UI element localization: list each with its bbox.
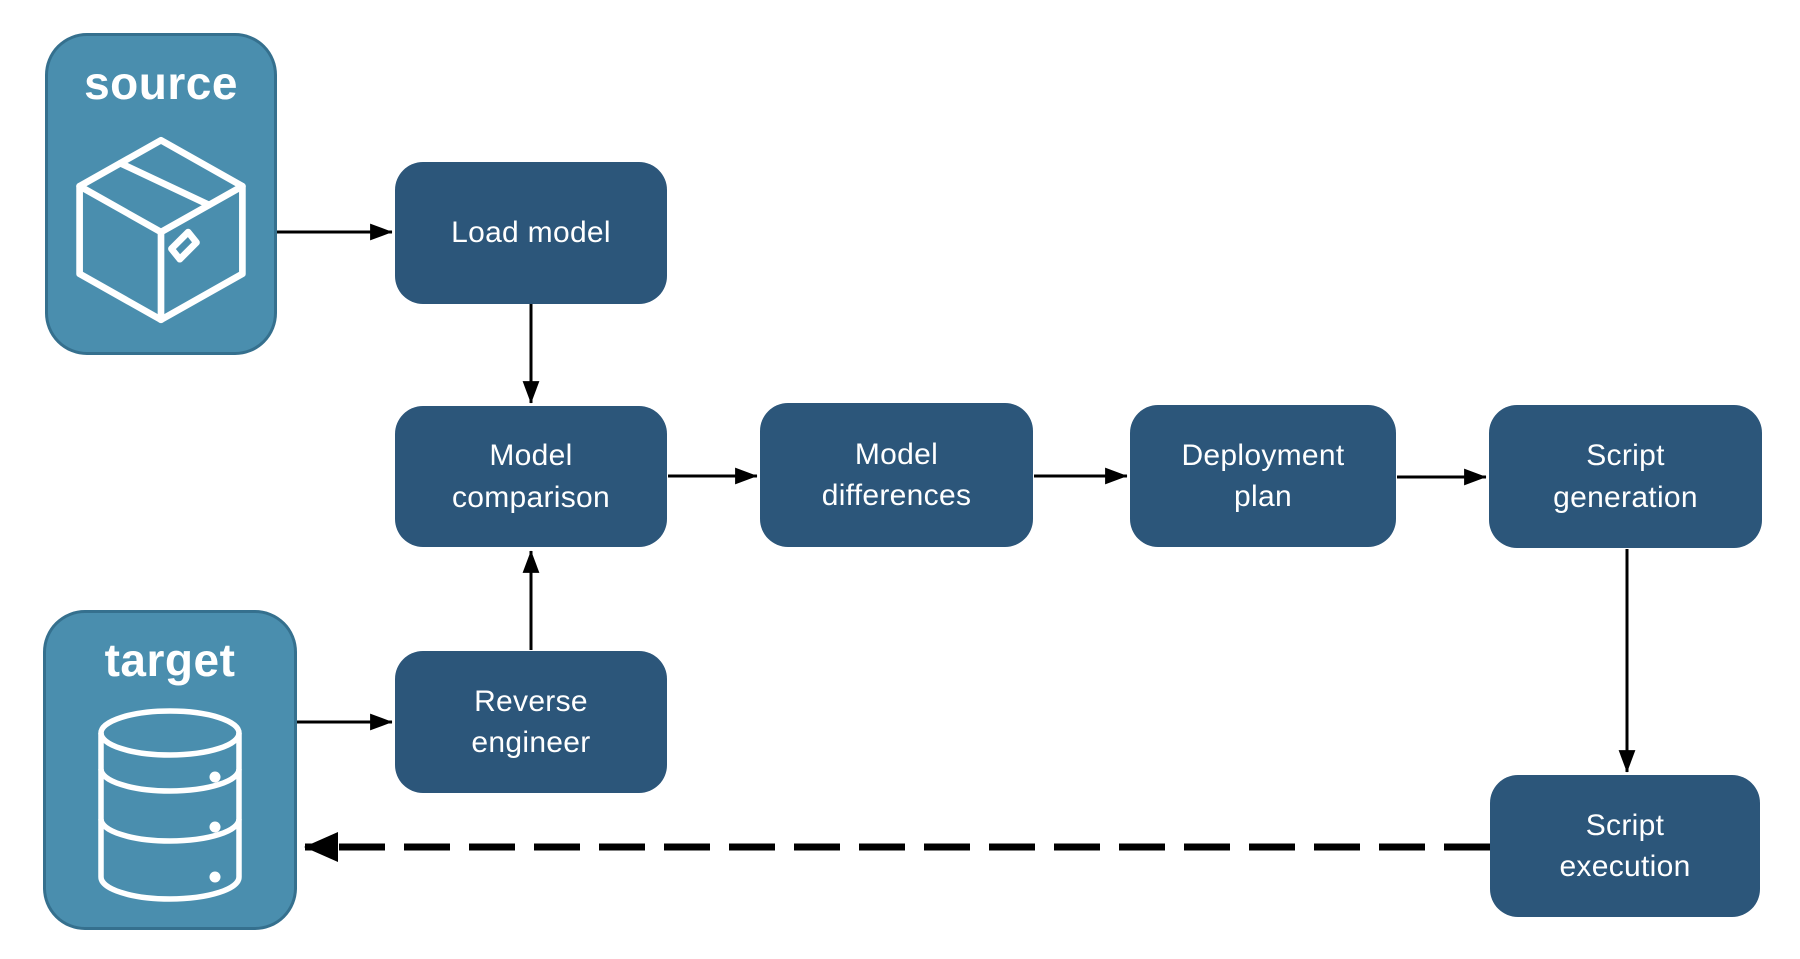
node-source: source — [45, 33, 277, 355]
node-deployment-plan: Deployment plan — [1130, 405, 1396, 547]
model-comparison-label: Model comparison — [451, 439, 611, 514]
node-model-comparison: Model comparison — [395, 406, 667, 547]
load-model-label: Load model — [451, 216, 611, 250]
node-load-model: Load model — [395, 162, 667, 304]
target-label: target — [104, 634, 236, 686]
node-model-differences: Model differences — [760, 403, 1033, 547]
deployment-plan-label: Deployment plan — [1181, 438, 1345, 513]
script-execution-label: Script execution — [1559, 808, 1691, 883]
reverse-engineer-label: Reverse engineer — [471, 684, 591, 759]
script-generation-label: Script generation — [1553, 439, 1698, 514]
model-differences-label: Model differences — [821, 437, 972, 512]
database-icon — [91, 686, 249, 927]
node-target: target — [43, 610, 297, 930]
package-icon — [73, 109, 249, 352]
source-label: source — [84, 57, 238, 109]
node-script-execution: Script execution — [1490, 775, 1760, 917]
node-script-generation: Script generation — [1489, 405, 1762, 548]
node-reverse-engineer: Reverse engineer — [395, 651, 667, 793]
